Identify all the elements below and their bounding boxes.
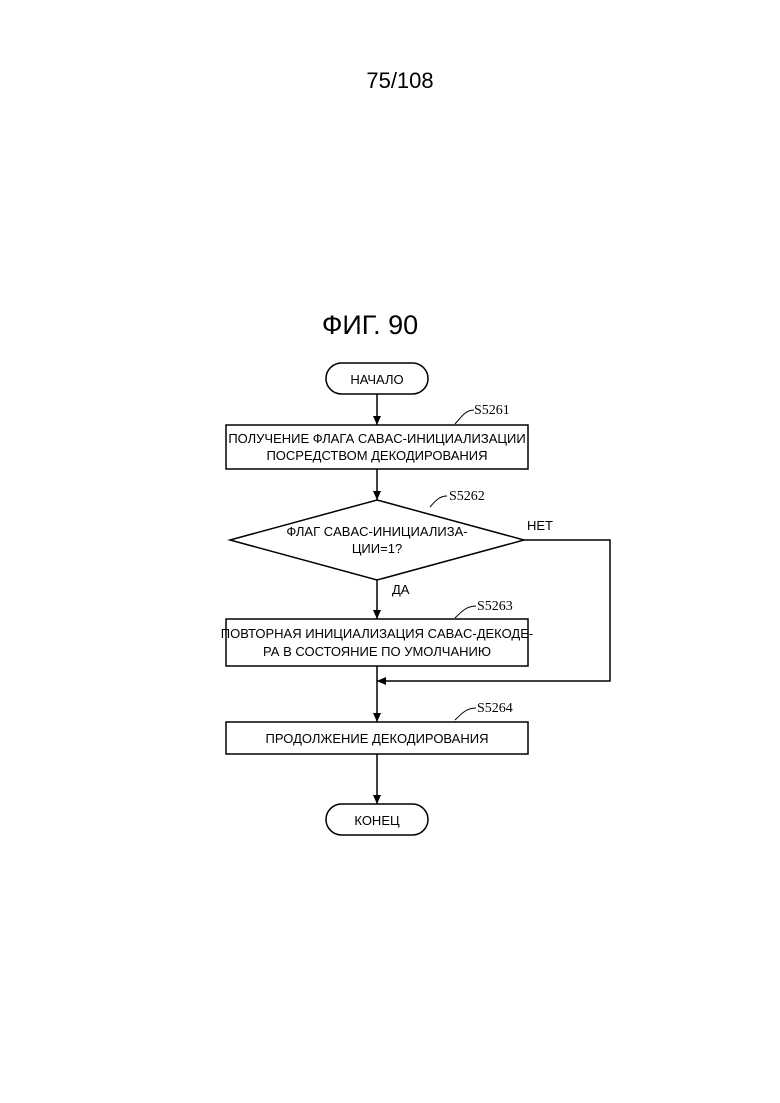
s5262-leader [430, 496, 447, 507]
s5261-text-line-1: ПОЛУЧЕНИЕ ФЛАГА CABAC-ИНИЦИАЛИЗАЦИИ [228, 431, 525, 446]
s5263-leader [455, 606, 476, 618]
start-label: НАЧАЛО [350, 372, 403, 387]
process-box-s5263: ПОВТОРНАЯ ИНИЦИАЛИЗАЦИЯ CABAC-ДЕКОДЕ- РА… [221, 619, 533, 666]
step-label-s5263: S5263 [477, 599, 513, 614]
s5264-text-line-1: ПРОДОЛЖЕНИЕ ДЕКОДИРОВАНИЯ [266, 731, 489, 746]
process-box-s5264: ПРОДОЛЖЕНИЕ ДЕКОДИРОВАНИЯ [226, 722, 528, 754]
s5263-text-line-2: РА В СОСТОЯНИЕ ПО УМОЛЧАНИЮ [263, 644, 491, 659]
s5264-leader [455, 708, 476, 720]
step-label-s5264: S5264 [477, 701, 513, 716]
branch-label-yes: ДА [392, 582, 410, 597]
s5262-text-line-2: ЦИИ=1? [352, 541, 402, 556]
end-label: КОНЕЦ [354, 813, 400, 828]
s5261-text-line-2: ПОСРЕДСТВОМ ДЕКОДИРОВАНИЯ [266, 448, 487, 463]
s5263-text-line-1: ПОВТОРНАЯ ИНИЦИАЛИЗАЦИЯ CABAC-ДЕКОДЕ- [221, 626, 533, 641]
s5262-text-line-1: ФЛАГ CABAC-ИНИЦИАЛИЗА- [286, 524, 467, 539]
end-terminal: КОНЕЦ [326, 804, 428, 835]
branch-label-no: НЕТ [527, 518, 553, 533]
step-label-s5261: S5261 [474, 403, 510, 418]
start-terminal: НАЧАЛО [326, 363, 428, 394]
s5261-leader [455, 410, 474, 424]
step-label-s5262: S5262 [449, 489, 485, 504]
decision-diamond-s5262: ФЛАГ CABAC-ИНИЦИАЛИЗА- ЦИИ=1? [230, 500, 524, 580]
process-box-s5261: ПОЛУЧЕНИЕ ФЛАГА CABAC-ИНИЦИАЛИЗАЦИИ ПОСР… [226, 425, 528, 469]
